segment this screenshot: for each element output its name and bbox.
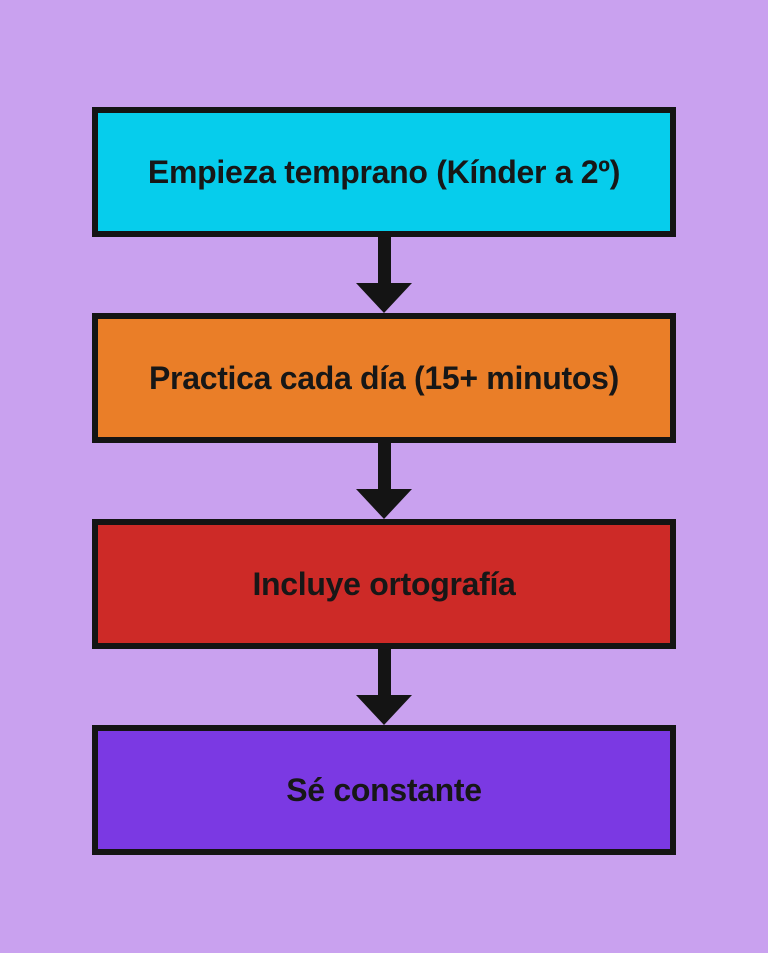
flow-step-label: Practica cada día (15+ minutos) [149, 359, 619, 396]
flow-step-incluye-ortografia: Incluye ortografía [92, 519, 676, 649]
flow-step-label: Empieza temprano (Kínder a 2º) [147, 153, 621, 190]
flow-step-empieza-temprano: Empieza temprano (Kínder a 2º) [92, 107, 676, 237]
flow-step-label: Incluye ortografía [252, 565, 516, 602]
arrow-head [356, 283, 412, 313]
flow-step-practica-cada-dia: Practica cada día (15+ minutos) [92, 313, 676, 443]
arrow-stem [377, 237, 391, 284]
flowchart: Empieza temprano (Kínder a 2º) Practica … [92, 107, 676, 855]
arrow-head [356, 695, 412, 725]
arrow-stem [377, 649, 391, 696]
arrow-down-icon [356, 443, 412, 519]
arrow-stem [377, 443, 391, 490]
arrow-down-icon [356, 237, 412, 313]
arrow-down-icon [356, 649, 412, 725]
flow-step-se-constante: Sé constante [92, 725, 676, 855]
arrow-head [356, 489, 412, 519]
flow-step-label: Sé constante [286, 771, 482, 808]
